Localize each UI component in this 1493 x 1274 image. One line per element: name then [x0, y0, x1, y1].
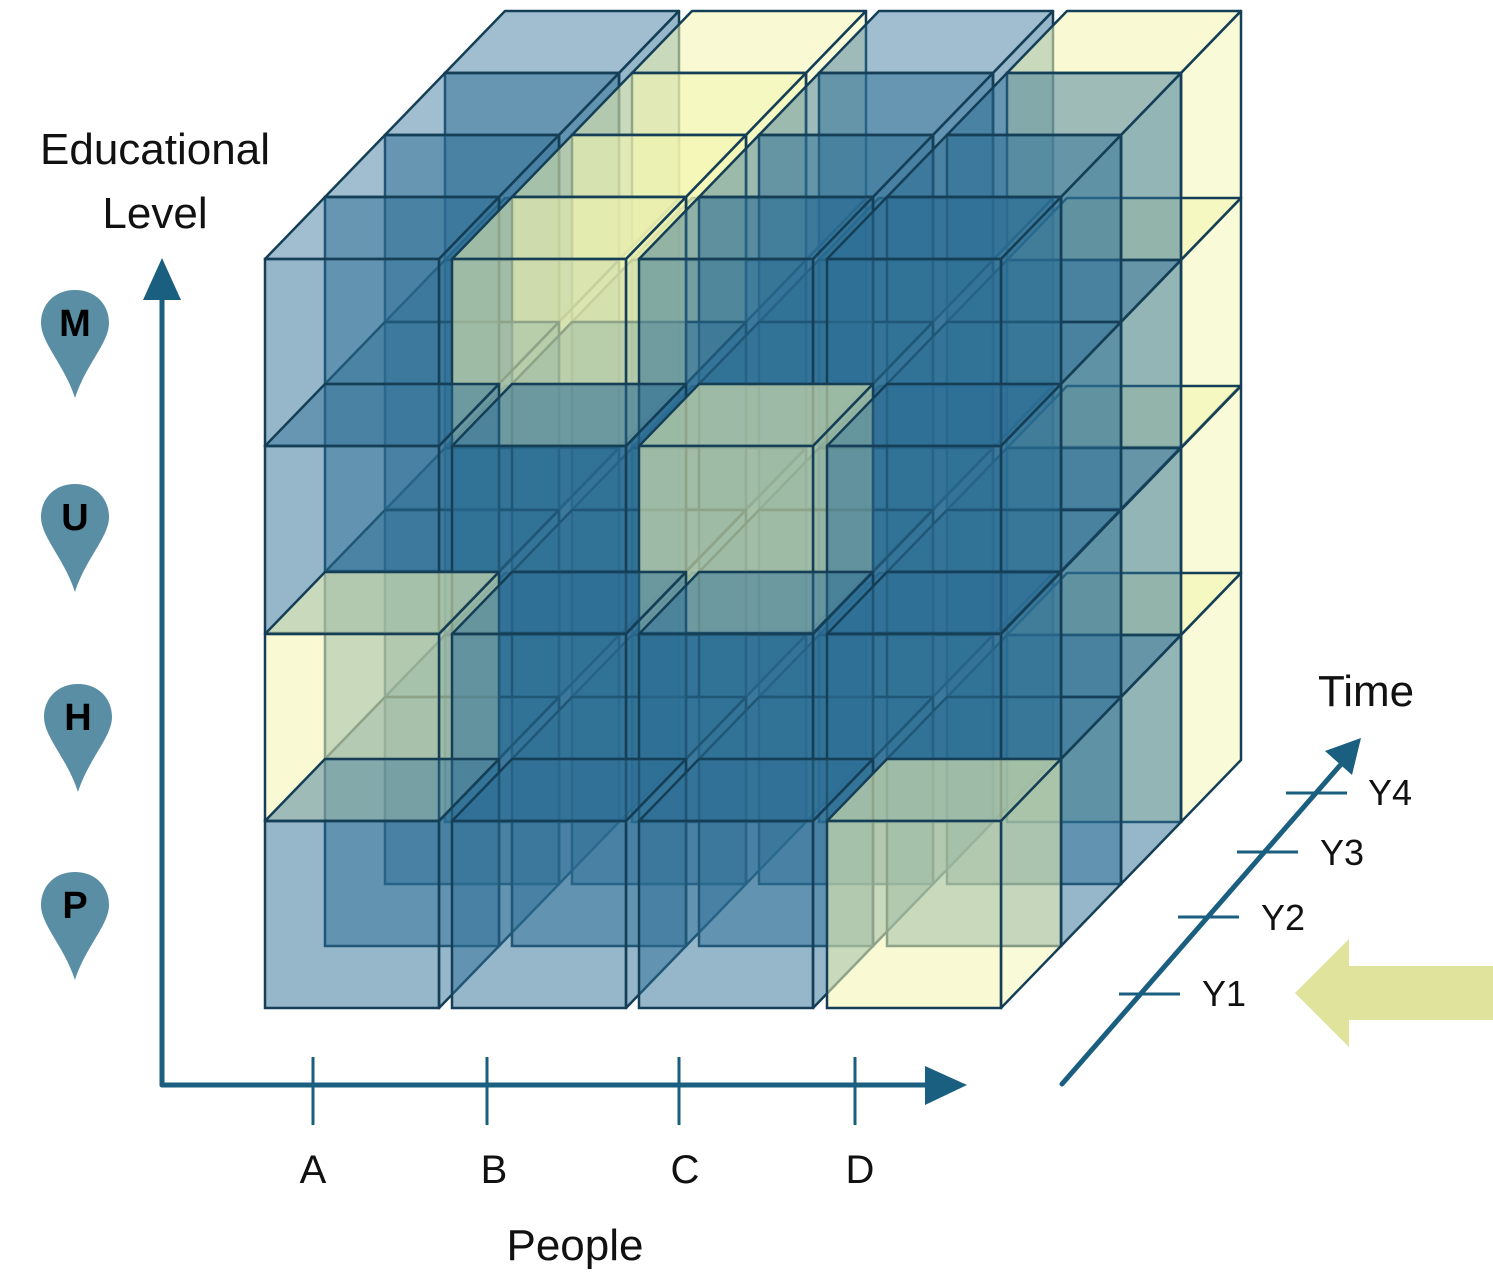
horizontal-axis-arrowhead	[925, 1066, 967, 1105]
cell-front-face	[450, 819, 628, 1010]
map-pin-icon	[41, 290, 109, 398]
map-pin-icon	[41, 872, 109, 980]
cell-front-face	[825, 819, 1003, 1010]
horizontal-axis-title: People	[506, 1221, 644, 1270]
time-axis-arrowhead	[1325, 738, 1361, 775]
level-label-h: H	[64, 697, 92, 739]
x-tick-label-d: D	[845, 1148, 875, 1192]
cell-front-face	[637, 819, 815, 1010]
x-tick-label-b: B	[480, 1148, 508, 1192]
level-label-p: P	[62, 885, 88, 927]
level-pin-m: M	[40, 288, 110, 400]
time-tick-label-y3: Y3	[1320, 832, 1365, 873]
vertical-axis-title-line-2: Level	[102, 189, 208, 238]
x-tick-label-c: C	[670, 1148, 700, 1192]
time-axis-line	[1059, 759, 1346, 1087]
x-tick-label-a: A	[299, 1148, 327, 1192]
axes	[143, 258, 1493, 1125]
cube-grid	[263, 9, 1243, 1010]
vertical-axis-arrowhead	[143, 258, 181, 300]
map-pin-icon	[41, 484, 109, 592]
cell-d-p-y1	[825, 757, 1063, 1010]
year-pointer-arrow	[1295, 939, 1493, 1047]
level-label-u: U	[61, 497, 89, 539]
level-pin-h: H	[43, 682, 113, 794]
vertical-axis-title-line-1: Educational	[40, 125, 270, 174]
cell-front-face	[263, 819, 441, 1010]
cell-front-face	[637, 632, 815, 823]
vertical-axis-title: Educational Level	[0, 118, 310, 246]
time-tick-label-y4: Y4	[1368, 772, 1413, 813]
time-tick-label-y1: Y1	[1202, 973, 1247, 1014]
time-axis-title: Time	[1318, 667, 1415, 716]
cell-a-m-y1	[263, 195, 501, 448]
map-pin-icon	[44, 684, 112, 792]
level-label-m: M	[59, 303, 91, 345]
level-pin-u: U	[40, 482, 110, 594]
time-tick-label-y2: Y2	[1261, 897, 1306, 938]
level-pin-p: P	[40, 870, 110, 982]
